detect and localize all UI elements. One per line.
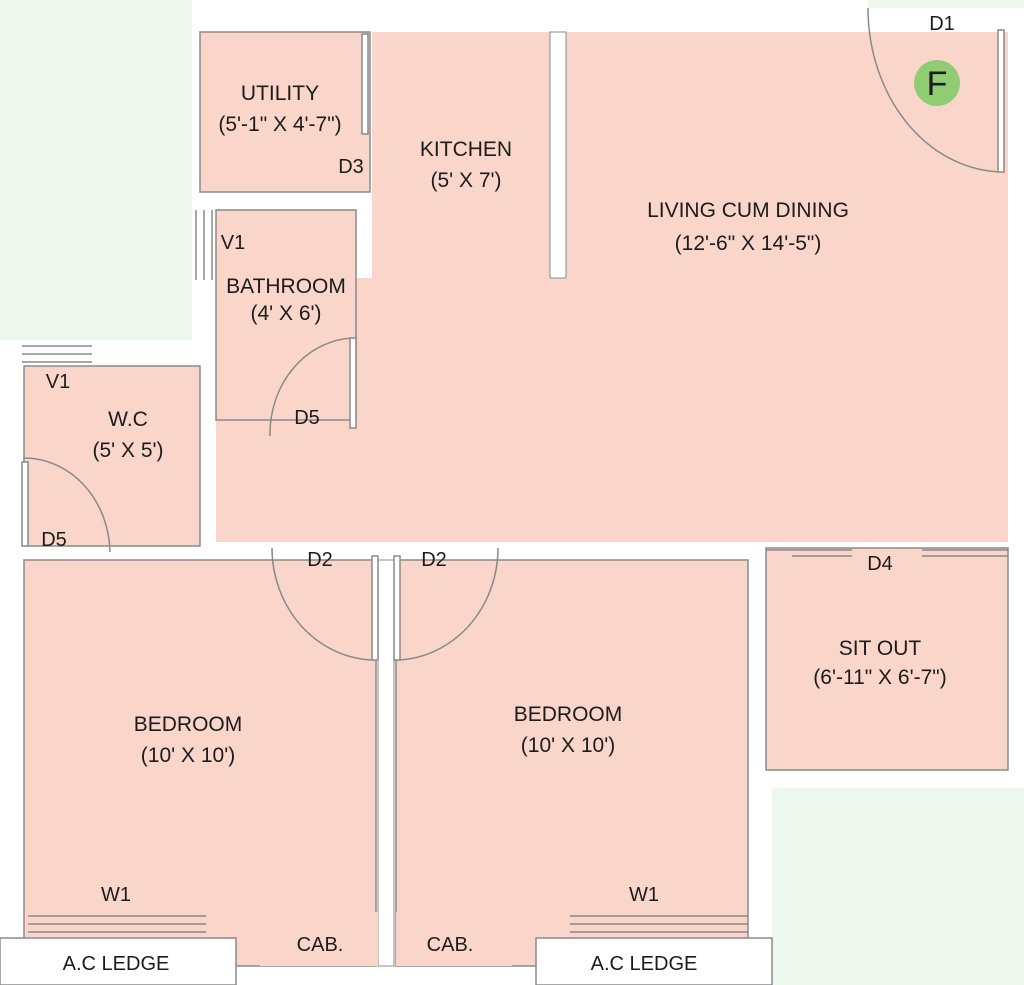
tag-ac-ledge-right: A.C LEDGE (591, 953, 698, 975)
room-sitout (765, 547, 1009, 771)
room-kitchen-link (372, 32, 566, 278)
door-d5-wc (21, 457, 111, 553)
door-d3 (361, 33, 369, 135)
ventilator-v1-wc (22, 345, 92, 363)
door-d5-bathroom (269, 337, 357, 437)
outside-area-top-right (868, 0, 1024, 8)
tag-d5-bathroom: D5 (294, 407, 320, 429)
tag-d5-wc: D5 (41, 529, 67, 551)
room-utility (199, 31, 371, 193)
tag-v1-bathroom: V1 (221, 232, 245, 254)
window-w1-left (28, 915, 206, 933)
entrance-marker (914, 60, 960, 106)
label-bathroom-name: BATHROOM (226, 275, 346, 298)
tag-d2-left: D2 (307, 549, 333, 571)
label-kitchen-name: KITCHEN (420, 138, 512, 161)
label-bedroom-right-name: BEDROOM (514, 703, 623, 726)
kitchen-partition (549, 31, 567, 279)
room-bedroom-left (23, 559, 377, 967)
label-utility-name: UTILITY (241, 82, 319, 105)
label-sitout-size: (6'-11" X 6'-7") (813, 666, 946, 689)
window-w1-right (570, 915, 748, 933)
room-wc (23, 365, 201, 547)
tag-w1-left: W1 (101, 884, 131, 906)
window-d4-sitout (766, 549, 1008, 557)
door-d1 (867, 7, 1005, 173)
cabinet-left (260, 912, 378, 966)
tag-d1: D1 (929, 13, 955, 35)
label-wc-name: W.C (108, 408, 148, 431)
door-d2-left (271, 547, 379, 661)
label-kitchen-size: (5' X 7') (430, 169, 501, 192)
tag-cab-right: CAB. (427, 934, 474, 956)
label-bathroom-size: (4' X 6') (250, 302, 321, 325)
entrance-marker-letter: F (927, 65, 948, 103)
outside-area-top-left (0, 0, 192, 340)
tag-d2-right: D2 (421, 549, 447, 571)
room-bathroom (215, 209, 357, 421)
cabinet-right (396, 912, 512, 966)
label-bedroom-left-size: (10' X 10') (141, 744, 235, 767)
tag-w1-right: W1 (629, 884, 659, 906)
room-bedroom-right (395, 559, 749, 967)
tag-cab-left: CAB. (297, 934, 344, 956)
door-d2-right (393, 547, 499, 661)
label-wc-size: (5' X 5') (92, 439, 163, 462)
ac-ledge-left (0, 937, 237, 985)
label-utility-size: (5'-1" X 4'-7") (218, 113, 341, 136)
label-bedroom-left-name: BEDROOM (134, 713, 243, 736)
tag-v1-wc: V1 (46, 371, 70, 393)
tag-d3: D3 (338, 156, 364, 178)
label-bedroom-right-size: (10' X 10') (521, 734, 615, 757)
ventilator-v1-bathroom (195, 210, 213, 280)
tag-d4: D4 (867, 553, 893, 575)
label-sitout-name: SIT OUT (839, 637, 922, 660)
tag-ac-ledge-left: A.C LEDGE (63, 953, 170, 975)
outside-area-bottom-right (772, 780, 1024, 985)
ac-ledge-right (535, 937, 773, 985)
label-living-size: (12'-6" X 14'-5") (675, 232, 822, 255)
bedroom-divider-wall (377, 559, 395, 967)
label-living-name: LIVING CUM DINING (647, 199, 849, 222)
